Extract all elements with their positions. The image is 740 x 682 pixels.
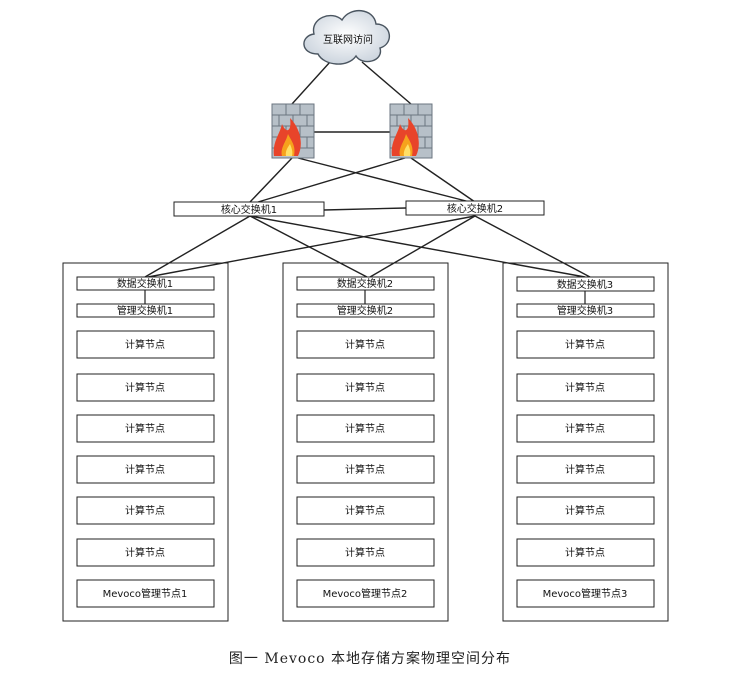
mevoco-mgmt-node-label: Mevoco管理节点3 <box>543 587 628 600</box>
link-internet-fw1 <box>291 61 331 105</box>
compute-node: 计算节点 <box>516 455 655 484</box>
compute-node-label: 计算节点 <box>125 422 165 435</box>
data-switch: 数据交换机1 <box>76 276 215 291</box>
firewall-icon <box>389 103 433 159</box>
mgmt-switch-label: 管理交换机3 <box>557 304 613 317</box>
link-core2-ds2 <box>369 215 476 278</box>
link-internet-fw2 <box>361 61 412 105</box>
compute-node-label: 计算节点 <box>125 546 165 559</box>
core-switch-2-label: 核心交换机2 <box>447 202 503 215</box>
mgmt-switch-label: 管理交换机2 <box>337 304 393 317</box>
compute-node: 计算节点 <box>296 455 435 484</box>
link-fw2-core1 <box>257 157 406 203</box>
compute-node: 计算节点 <box>76 373 215 402</box>
compute-node-label: 计算节点 <box>345 381 385 394</box>
compute-node-label: 计算节点 <box>125 504 165 517</box>
compute-node: 计算节点 <box>516 330 655 359</box>
link-core1-ds3 <box>249 215 586 278</box>
mgmt-switch: 管理交换机3 <box>516 303 655 318</box>
core-switch-2: 核心交换机2 <box>405 200 545 216</box>
mevoco-mgmt-node: Mevoco管理节点3 <box>516 579 655 608</box>
rack-3: 数据交换机3 管理交换机3 计算节点 计算节点 计算节点 计算节点 计算节点 计… <box>502 262 669 622</box>
link-fw2-core2 <box>410 157 476 203</box>
compute-node: 计算节点 <box>296 414 435 443</box>
data-switch-label: 数据交换机3 <box>557 278 613 291</box>
compute-node-label: 计算节点 <box>345 338 385 351</box>
compute-node: 计算节点 <box>296 330 435 359</box>
compute-node: 计算节点 <box>516 538 655 567</box>
firewall-icon <box>271 103 315 159</box>
compute-node-label: 计算节点 <box>345 504 385 517</box>
rack-2: 数据交换机2 管理交换机2 计算节点 计算节点 计算节点 计算节点 计算节点 计… <box>282 262 449 622</box>
compute-node: 计算节点 <box>76 538 215 567</box>
data-switch-label: 数据交换机1 <box>117 277 173 290</box>
mgmt-switch: 管理交换机1 <box>76 303 215 318</box>
link-fw1-core1 <box>249 157 293 203</box>
data-switch: 数据交换机2 <box>296 276 435 291</box>
compute-node-label: 计算节点 <box>565 504 605 517</box>
figure-caption: 图一 Mevoco 本地存储方案物理空间分布 <box>228 651 512 667</box>
mgmt-switch-label: 管理交换机1 <box>117 304 173 317</box>
mevoco-mgmt-node-label: Mevoco管理节点1 <box>103 587 188 600</box>
link-core1-ds1 <box>144 215 251 278</box>
compute-node: 计算节点 <box>296 373 435 402</box>
compute-node-label: 计算节点 <box>125 381 165 394</box>
compute-node: 计算节点 <box>516 373 655 402</box>
mevoco-mgmt-node: Mevoco管理节点1 <box>76 579 215 608</box>
data-switch: 数据交换机3 <box>516 276 655 292</box>
compute-node-label: 计算节点 <box>565 463 605 476</box>
mevoco-mgmt-node: Mevoco管理节点2 <box>296 579 435 608</box>
compute-node: 计算节点 <box>296 496 435 525</box>
data-switch-label: 数据交换机2 <box>337 277 393 290</box>
link-core1-core2 <box>323 207 407 211</box>
rack-1: 数据交换机1 管理交换机1 计算节点 计算节点 计算节点 计算节点 计算节点 计… <box>62 262 229 622</box>
core-switch-1-label: 核心交换机1 <box>221 203 277 216</box>
compute-node: 计算节点 <box>76 414 215 443</box>
compute-node-label: 计算节点 <box>565 422 605 435</box>
compute-node: 计算节点 <box>76 330 215 359</box>
compute-node-label: 计算节点 <box>125 463 165 476</box>
compute-node-label: 计算节点 <box>345 422 385 435</box>
cloud-icon: 互联网访问 <box>303 10 390 65</box>
link-core2-ds1 <box>147 215 476 278</box>
internet-label: 互联网访问 <box>323 33 373 46</box>
mgmt-switch: 管理交换机2 <box>296 303 435 318</box>
compute-node: 计算节点 <box>76 455 215 484</box>
core-switch-1: 核心交换机1 <box>173 201 325 217</box>
link-fw1-core2 <box>297 157 471 203</box>
compute-node: 计算节点 <box>296 538 435 567</box>
compute-node-label: 计算节点 <box>565 381 605 394</box>
compute-node-label: 计算节点 <box>345 546 385 559</box>
compute-node: 计算节点 <box>76 496 215 525</box>
compute-node-label: 计算节点 <box>565 338 605 351</box>
link-core2-ds3 <box>474 215 591 278</box>
mevoco-mgmt-node-label: Mevoco管理节点2 <box>323 587 408 600</box>
connection-lines <box>144 61 591 278</box>
compute-node: 计算节点 <box>516 496 655 525</box>
compute-node-label: 计算节点 <box>125 338 165 351</box>
compute-node: 计算节点 <box>516 414 655 443</box>
compute-node-label: 计算节点 <box>345 463 385 476</box>
compute-node-label: 计算节点 <box>565 546 605 559</box>
